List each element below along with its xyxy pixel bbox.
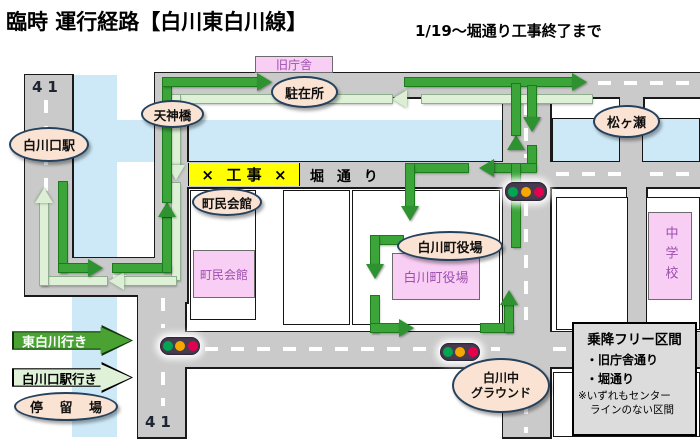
- route-higashi-segment: [162, 84, 172, 203]
- stop-shirakawa-ground: 白川中 グラウンド: [452, 358, 550, 413]
- stop-label: 白川口駅: [22, 139, 75, 154]
- construction-zone: × 工 事 ×: [188, 163, 300, 186]
- legend-stop-symbol: 停 留 場: [14, 392, 118, 421]
- signal-green-light: [162, 341, 173, 351]
- route-higashi-segment: [511, 163, 521, 248]
- building-chugakko-label: 中学校: [662, 226, 678, 286]
- route-ekimae-arrow-south-icon: [167, 165, 185, 180]
- building-kyuchosha: 旧庁舎: [255, 56, 333, 73]
- route-higashi-segment: [58, 263, 90, 273]
- signal-red-light: [534, 186, 544, 197]
- stop-shirakawaguchi-station: 白川口駅: [9, 127, 89, 162]
- route-higashi-segment: [511, 83, 521, 136]
- stop-label: 天神橋: [153, 107, 192, 123]
- route-higashi-segment: [480, 323, 514, 333]
- route-higashi-segment: [527, 145, 537, 171]
- route41-label-top: 41: [32, 78, 63, 96]
- stop-label: 松ヶ瀬: [606, 116, 646, 131]
- building-yakuba: 白川町役場: [392, 253, 480, 300]
- route-higashi-arrow-east-icon: [257, 73, 272, 91]
- route-higashi-arrow-north-icon: [507, 135, 525, 150]
- road-east-side: [627, 187, 646, 332]
- route-higashi-segment: [370, 295, 380, 333]
- route-higashi-segment: [112, 263, 172, 273]
- route-higashi-segment: [162, 217, 172, 273]
- route-higashi-arrow-east-icon: [399, 319, 414, 337]
- route-ekimae-segment: [39, 276, 108, 286]
- route-ekimae-segment: [39, 202, 49, 286]
- legend-higashi-label: 東白川行き: [22, 335, 88, 350]
- signal-yellow-light: [175, 341, 185, 351]
- period-subtitle: 1/19～堀通り工事終了まで: [415, 22, 602, 40]
- construction-x-left: ×: [201, 165, 214, 184]
- traffic-light-icon: [440, 343, 480, 361]
- route-higashi-segment: [370, 323, 400, 333]
- route-ekimae-segment: [123, 276, 177, 286]
- route-higashi-arrow-south-icon: [366, 264, 384, 279]
- signal-red-light: [187, 341, 198, 351]
- free-zone-note: ラインのない区間: [590, 404, 674, 417]
- construction-label: 工 事: [226, 166, 262, 184]
- route-higashi-arrow-north-icon: [158, 202, 176, 217]
- block-east: [556, 197, 628, 330]
- route-higashi-arrow-north-icon: [500, 290, 518, 305]
- stop-chuzaisho: 駐在所: [271, 76, 338, 108]
- building-kyuchosha-label: 旧庁舎: [275, 58, 312, 72]
- page-title: 臨時 運行経路【白川東白川線】: [6, 10, 308, 34]
- route-higashi-segment: [405, 163, 415, 207]
- building-chugakko: 中学校: [648, 212, 692, 300]
- free-zone-box: 乗降フリー区間 ・旧庁舎通り ・堀通り ※いずれもセンター ラインのない区間: [572, 322, 697, 436]
- route-higashi-arrow-east-icon: [88, 259, 103, 277]
- route41-label-bottom: 41: [145, 413, 176, 431]
- route-ekimae-segment: [171, 182, 181, 281]
- legend-stop-label: 停 留 場: [29, 401, 109, 416]
- traffic-light-icon: [505, 182, 547, 201]
- route-higashi-arrow-south-icon: [523, 117, 541, 132]
- route-ekimae-arrow-west-icon: [392, 90, 407, 108]
- route-higashi-segment: [527, 85, 537, 119]
- route-higashi-segment: [370, 235, 380, 267]
- route-higashi-segment: [411, 163, 469, 173]
- route-higashi-segment: [370, 235, 404, 245]
- free-zone-item: ・堀通り: [586, 372, 635, 386]
- free-zone-item: ・旧庁舎通り: [586, 353, 659, 367]
- legend-route-higashi: 東白川行き: [12, 325, 133, 356]
- stop-label: 白川町役場: [417, 240, 483, 256]
- route-ekimae-segment: [171, 94, 181, 168]
- building-chominkaikan-label: 町民会館: [199, 267, 248, 282]
- route-higashi-segment: [504, 304, 514, 333]
- route-higashi-arrow-south-icon: [401, 206, 419, 221]
- legend-route-ekimae: 白川口駅行き: [12, 362, 133, 393]
- route-ekimae-arrow-west-icon: [109, 272, 124, 290]
- building-yakuba-label: 白川町役場: [403, 271, 469, 286]
- route-ekimae-arrow-north-icon: [35, 188, 53, 203]
- free-zone-note: ※いずれもセンター: [578, 390, 671, 402]
- signal-green-light: [442, 347, 453, 357]
- stop-label: 町民会館: [201, 195, 252, 211]
- signal-yellow-light: [455, 347, 465, 357]
- stop-yakuba: 白川町役場: [397, 231, 503, 261]
- route-higashi-arrow-east-icon: [572, 73, 587, 91]
- signal-red-light: [467, 347, 478, 357]
- stop-label: 白川中: [482, 370, 519, 385]
- signal-yellow-light: [521, 186, 531, 197]
- stop-chominkaikan: 町民会館: [192, 188, 262, 216]
- signal-green-light: [508, 186, 518, 197]
- stop-tenjinbashi: 天神橋: [141, 100, 204, 128]
- stop-label: グラウンド: [470, 385, 531, 400]
- legend-ekimae-label: 白川口駅行き: [22, 371, 98, 386]
- free-zone-title: 乗降フリー区間: [587, 332, 682, 348]
- route-higashi-segment: [162, 77, 258, 87]
- block-center: [283, 190, 350, 325]
- route-ekimae-segment: [421, 94, 593, 104]
- traffic-light-icon: [160, 337, 200, 355]
- route-higashi-segment: [404, 77, 573, 87]
- construction-x-right: ×: [273, 165, 287, 184]
- stop-label: 駐在所: [284, 86, 324, 102]
- stop-matsugase: 松ヶ瀬: [593, 105, 660, 138]
- building-chominkaikan: 町民会館: [193, 250, 255, 298]
- route-higashi-arrow-west-icon: [479, 159, 494, 177]
- hori-dori-label: 堀 通 り: [310, 169, 382, 185]
- route-higashi-segment: [58, 181, 68, 273]
